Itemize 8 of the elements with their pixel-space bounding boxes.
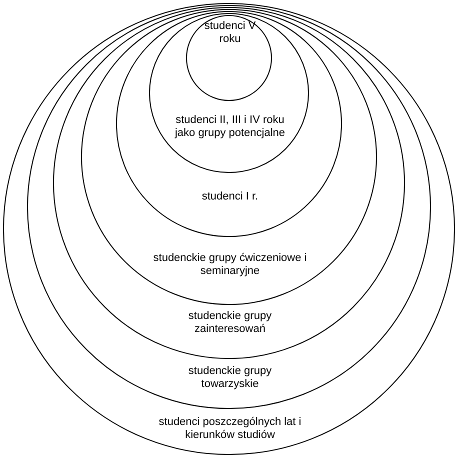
group-label: studenckie grupy zainteresowań <box>187 310 273 336</box>
group-label: studenci II, III i IV roku jako grupy potencjalne <box>174 114 286 140</box>
group-label: studenckie grupy ćwiczeniowe i seminaryjne <box>152 252 308 278</box>
circle <box>186 15 272 101</box>
group-label: studenci V roku <box>203 20 257 46</box>
group-label: studenci poszczególnych lat i kierunków studiów <box>158 416 302 442</box>
group-label: studenckie grupy towarzyskie <box>187 365 273 391</box>
group-label: studenci I r. <box>200 190 260 204</box>
